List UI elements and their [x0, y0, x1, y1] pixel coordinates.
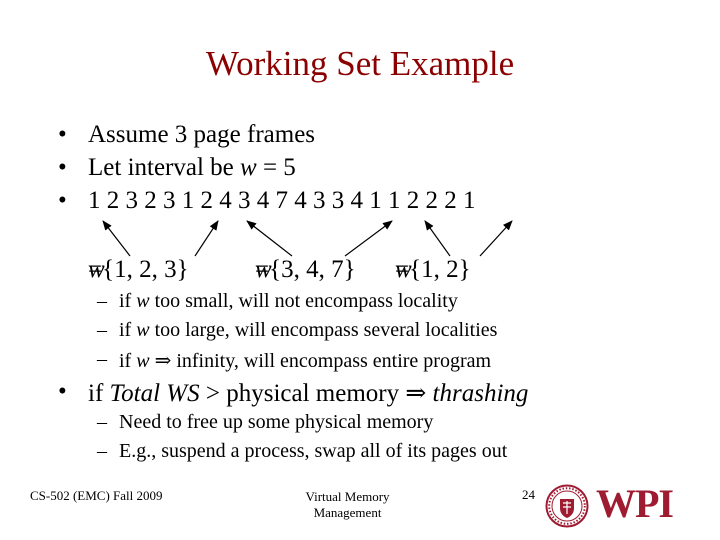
arrow-window3-end [479, 220, 513, 257]
arrow-window2-end [344, 220, 393, 257]
bullet-text: Assume 3 page frames [88, 121, 316, 148]
bullet-marker: • [58, 378, 67, 405]
implies-arrow-icon: ⇒ [154, 350, 172, 372]
arrow-window1-start [102, 220, 131, 257]
bullet-marker: • [58, 154, 67, 181]
slide-title: Working Set Example [205, 44, 515, 83]
bullet-marker: • [58, 187, 67, 214]
university-seal-icon [545, 484, 589, 528]
implies-arrow-icon: ⇒ [405, 380, 427, 407]
bullet-text: Let interval be w = 5 [88, 154, 296, 181]
reference-string: 1 2 3 2 3 1 2 4 3 4 7 4 3 3 4 1 1 2 2 2 … [88, 187, 476, 214]
bullet-marker: • [58, 121, 67, 148]
wpi-logo: WPI [596, 481, 674, 526]
page-number: 24 [522, 487, 535, 502]
arrow-window3-start [424, 220, 451, 257]
arrow-window2-start [246, 220, 293, 257]
bullet-text: if Total WS > physical memory ⇒ thrashin… [88, 380, 529, 407]
footer-topic: Virtual Memory Management [305, 489, 390, 520]
footer-course: CS-502 (EMC) Fall 2009 [30, 488, 163, 503]
arrow-window1-end [194, 220, 219, 257]
